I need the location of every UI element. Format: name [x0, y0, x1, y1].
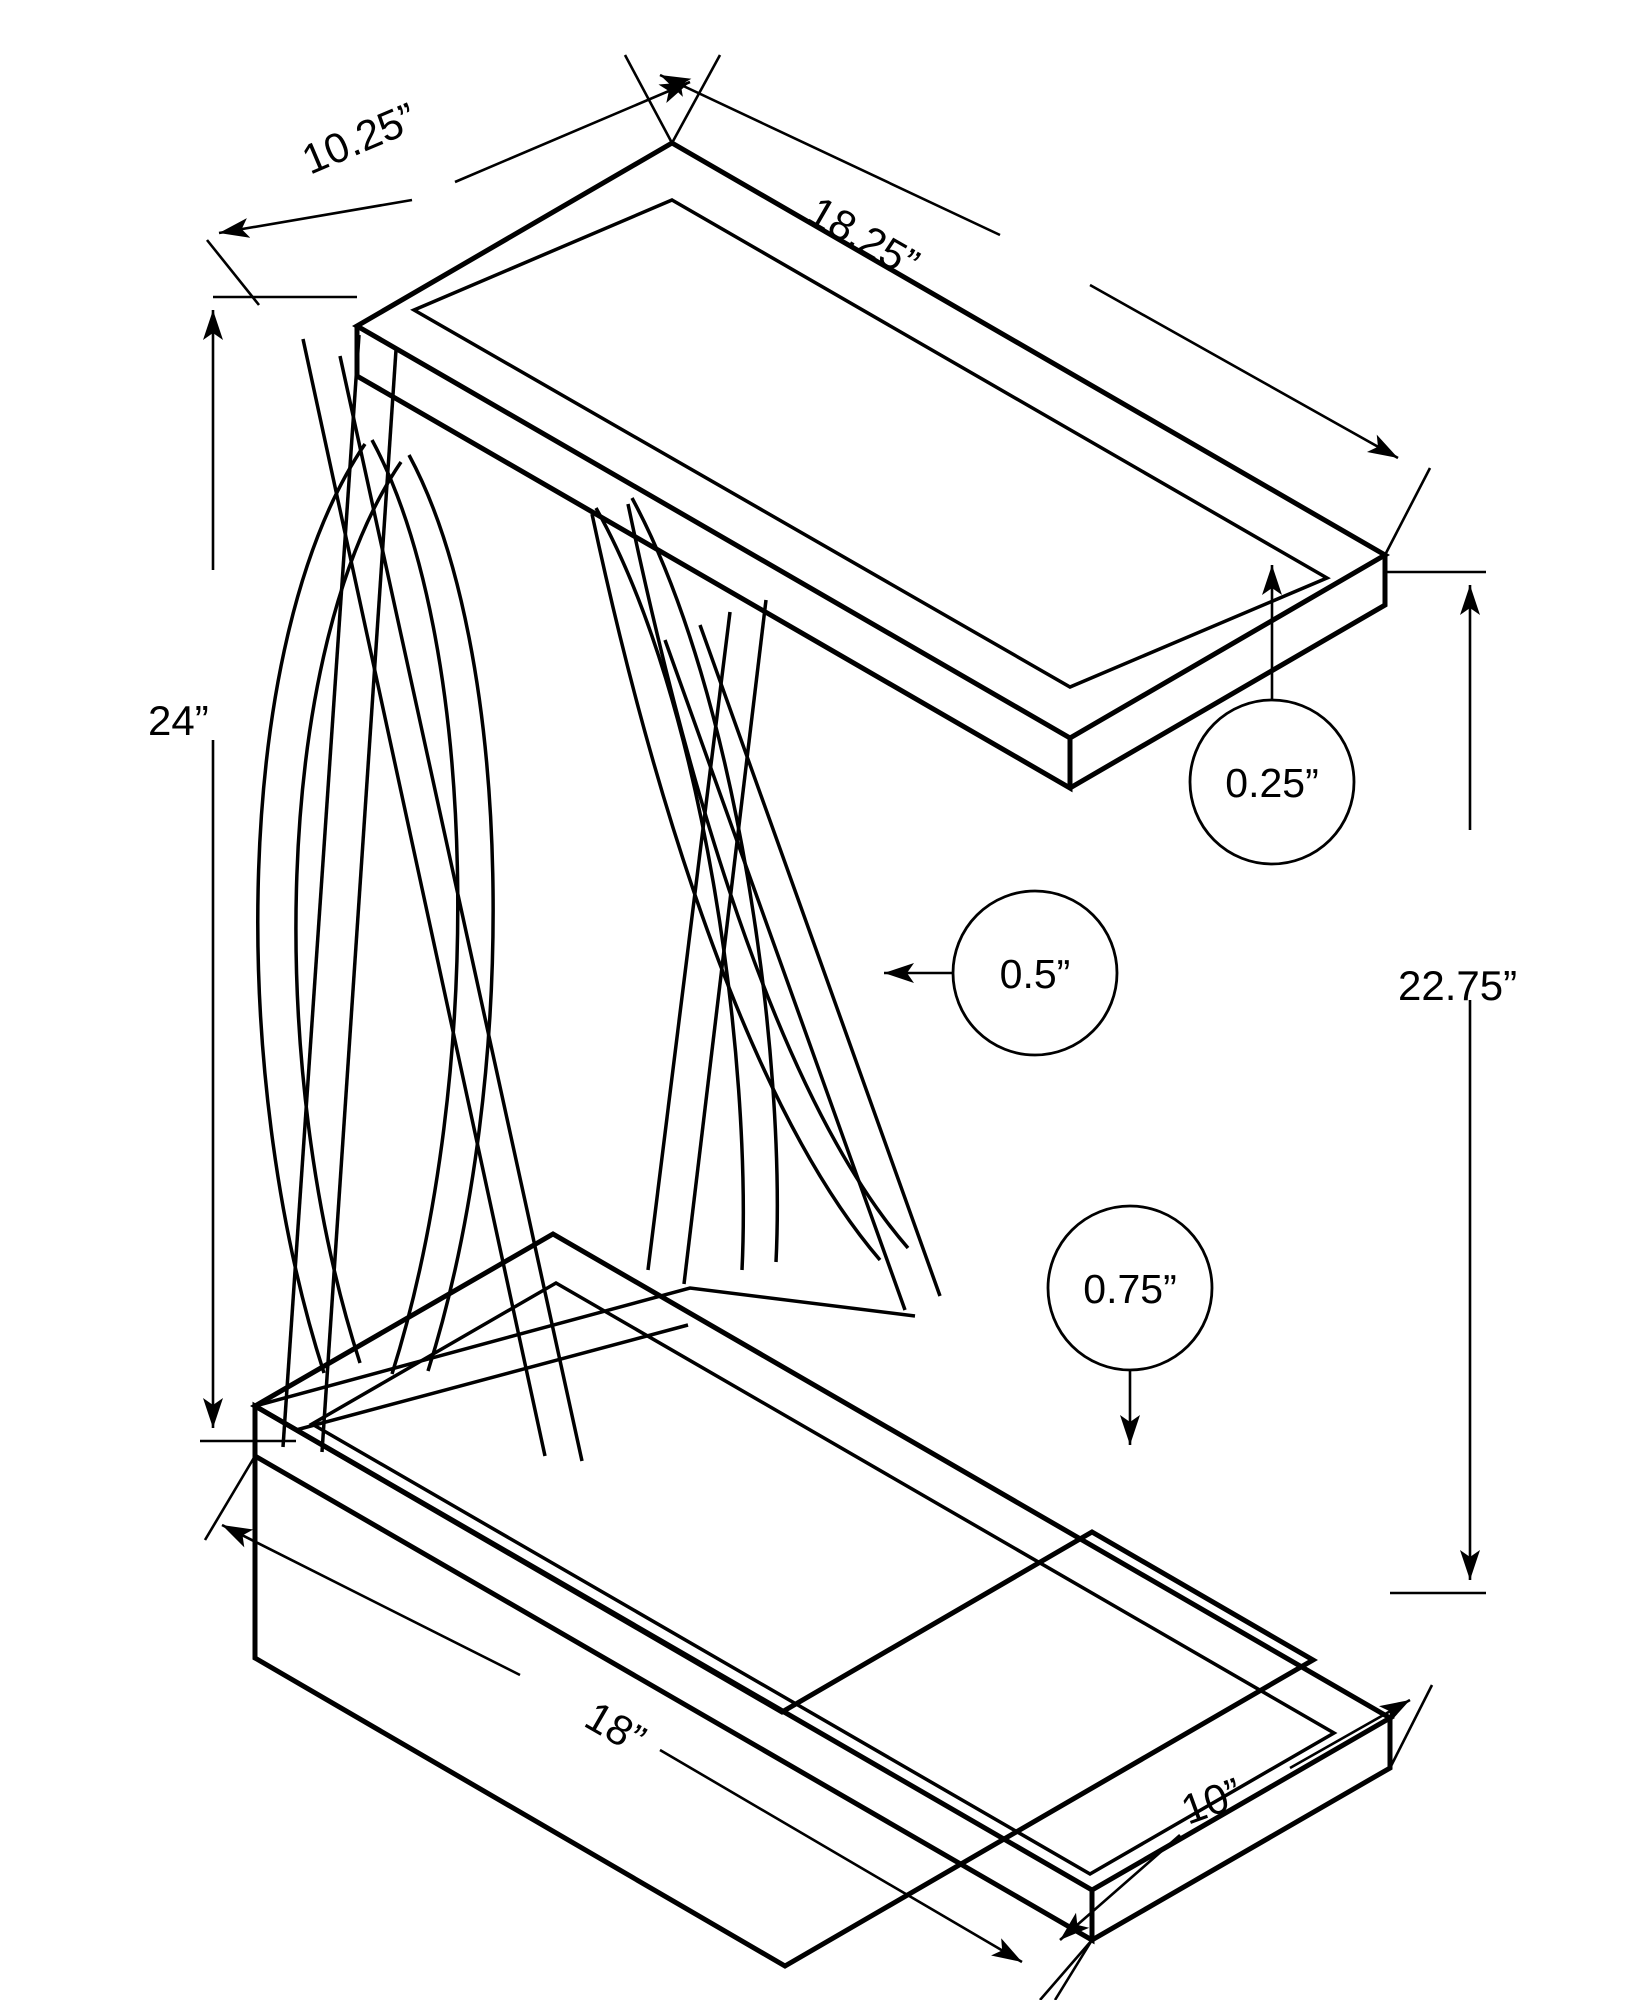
strut-left-inner	[338, 355, 584, 1462]
curve-right-inner	[594, 507, 745, 1271]
dimension-base-depth: 10”	[1053, 1684, 1434, 2000]
ext-line-10-b	[1388, 1684, 1434, 1769]
callout-bubble-0-25	[1188, 698, 1356, 866]
dim-line-18-25-upper	[659, 73, 1001, 237]
callout-label-0-75: 0.75”	[1083, 1266, 1176, 1312]
strut-left-cross-inner	[320, 349, 398, 1453]
leg-frame-right	[590, 497, 942, 1311]
base-edge-front-left	[252, 1406, 1095, 1945]
curve-left-outer-inner	[294, 461, 403, 1364]
callout-bubble-0-5	[951, 889, 1119, 1057]
ext-line-10-25-b	[205, 239, 261, 306]
dim-label-24: 24”	[148, 697, 209, 744]
base-rear-rail-top	[254, 1286, 916, 1408]
callout-leg-thickness: 0.5”	[884, 889, 1119, 1057]
callout-top-thickness: 0.25”	[1188, 565, 1356, 866]
base-inner-opening	[308, 1280, 1338, 1877]
dim-label-18: 18”	[578, 1692, 654, 1763]
strut-left-outer	[301, 338, 547, 1457]
callout-label-0-5: 0.5”	[1000, 951, 1071, 997]
dimension-base-to-top-height: 22.75”	[1385, 570, 1517, 1595]
dim-line-10-lower	[1059, 1834, 1181, 1941]
curve-left-inner	[370, 439, 460, 1375]
dimension-base-width: 18”	[203, 1455, 1093, 2000]
curve-right-outer-inner	[626, 503, 910, 1250]
dim-line-10-upper	[1289, 1698, 1411, 1770]
dim-line-18-lower	[659, 1748, 1023, 1964]
ext-line-10-25-a	[670, 54, 722, 144]
dim-line-18-25-lower	[1089, 283, 1399, 460]
strut-right-inner	[698, 624, 942, 1297]
dim-label-18-25: 18.25”	[801, 187, 928, 287]
table-top-inner-opening	[410, 198, 1331, 689]
dim-line-10-25-lower	[218, 198, 413, 238]
dim-label-22-75: 22.75”	[1398, 962, 1517, 1009]
strut-left-cross-outer	[281, 334, 361, 1448]
ext-line-18-25-b	[1383, 467, 1432, 556]
base-rear-rail-bottom	[295, 1323, 689, 1432]
base-outer-face	[252, 1401, 1318, 1969]
callout-label-0-25: 0.25”	[1225, 760, 1318, 806]
ext-line-18-b	[1039, 1939, 1093, 2000]
ext-line-10-a	[1053, 1939, 1094, 2000]
base-edge-front-right	[1090, 1718, 1393, 1943]
curve-left-inner-inner	[407, 454, 495, 1372]
dim-label-10-25: 10.25”	[295, 93, 423, 183]
curve-right-outer	[590, 513, 882, 1262]
dimension-top-width: 18.25”	[623, 54, 1432, 556]
curve-left-outer	[256, 443, 367, 1374]
callout-base-thickness: 0.75”	[1046, 1204, 1214, 1445]
strut-right-cross-inner	[682, 599, 768, 1285]
leg-frame-left	[256, 334, 584, 1462]
table-base	[250, 1231, 1395, 1969]
dimension-overall-height: 24”	[148, 295, 357, 1443]
ext-line-18-a	[203, 1455, 257, 1541]
callout-bubble-0-75	[1046, 1204, 1214, 1372]
dim-line-18-upper	[221, 1523, 521, 1677]
dimension-top-depth: 10.25”	[205, 54, 722, 306]
dim-label-10: 10”	[1175, 1769, 1248, 1834]
curve-right-inner-inner	[630, 497, 779, 1263]
ext-line-18-25-a	[623, 54, 674, 144]
strut-right-outer	[663, 639, 907, 1311]
dim-line-10-25-upper	[454, 80, 691, 184]
